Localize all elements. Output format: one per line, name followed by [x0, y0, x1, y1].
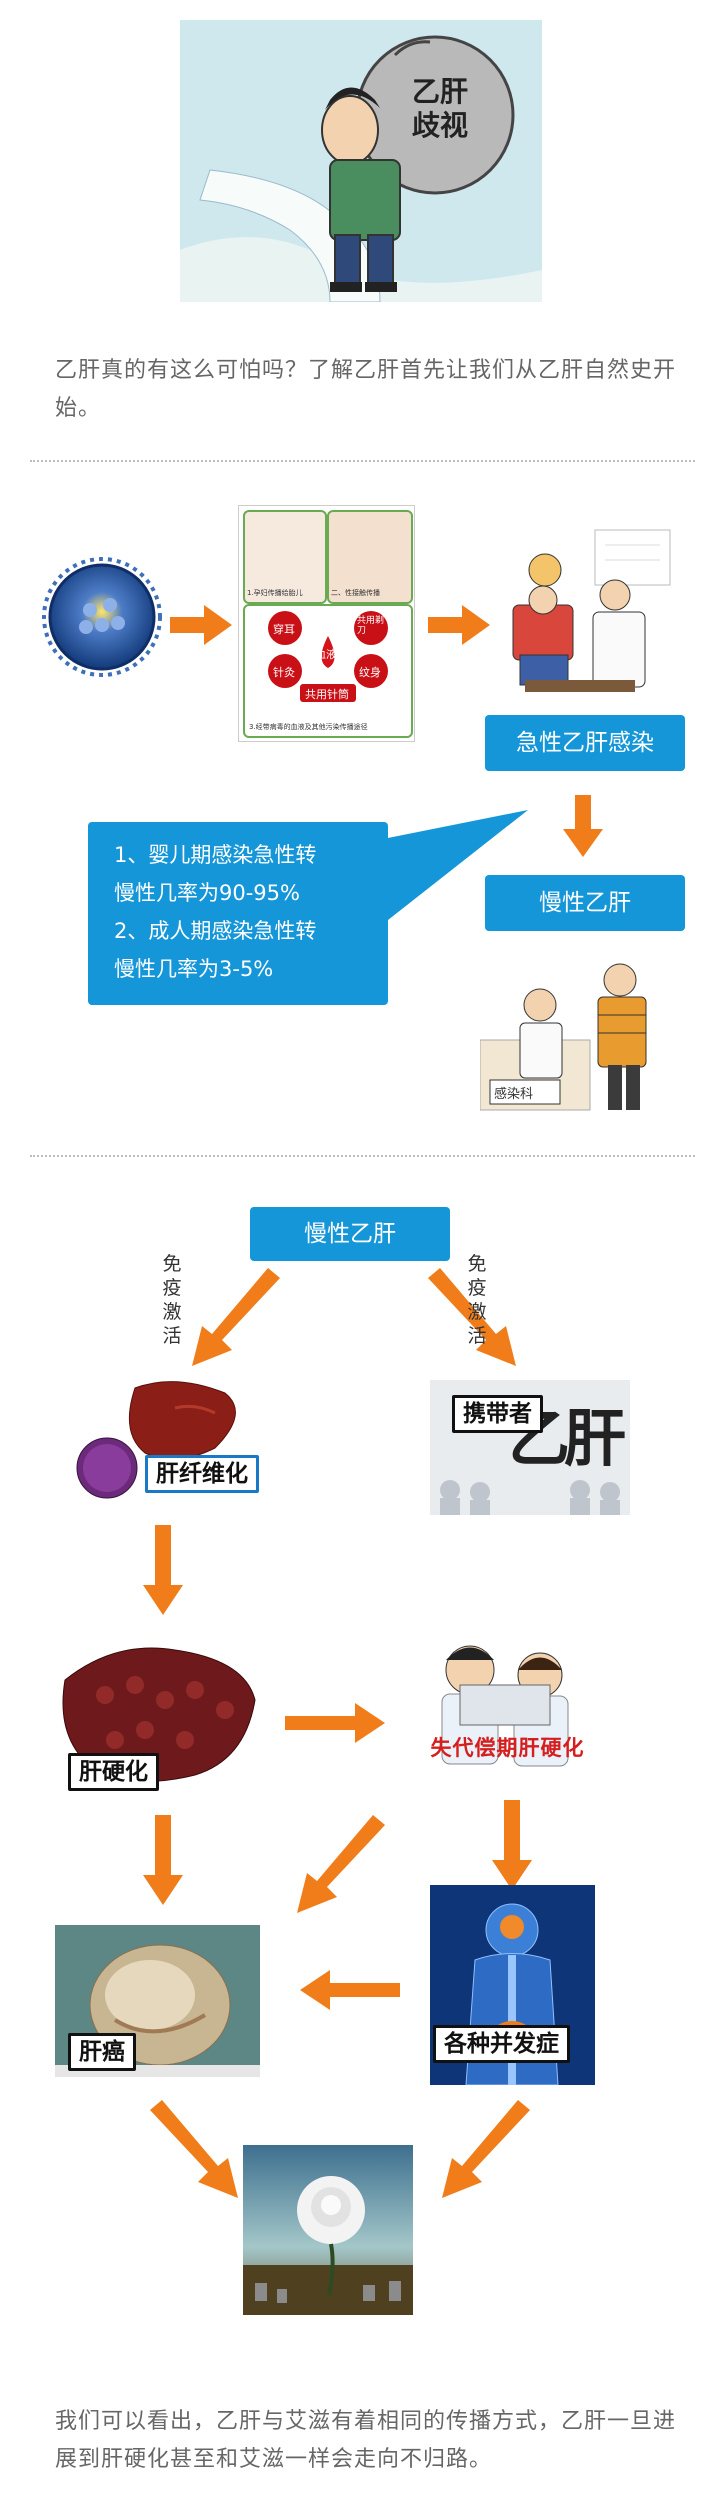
immune-activation-left: 免疫激活 — [162, 1253, 182, 1347]
chronic-hbv-label: 慢性乙肝 — [485, 875, 685, 931]
section-divider-2 — [30, 1155, 695, 1157]
route-item-2: 二、性接触传播 — [331, 589, 380, 597]
arrow-diag-right-top — [428, 1268, 516, 1366]
arrow-right-3 — [285, 1703, 385, 1743]
route-item-1: 1.孕妇传播给胎儿 — [247, 589, 303, 597]
callout-line-3: 2、成人期感染急性转 — [114, 919, 317, 943]
carrier-label: 携带者 — [452, 1395, 543, 1433]
hero-bag-line-2: 歧视 — [411, 109, 468, 142]
arrow-down-2 — [143, 1525, 183, 1615]
liver-cirrhosis-image — [55, 1640, 260, 1790]
clinic-sign-text: 感染科 — [494, 1087, 534, 1102]
callout-pointer — [378, 810, 528, 920]
route-label-razor: 共用剃刀 — [357, 616, 385, 636]
route-label-acupuncture: 针灸 — [273, 666, 295, 679]
route-label-tattoo: 纹身 — [359, 666, 381, 679]
arrow-down-1 — [563, 795, 603, 857]
hero-illustration: 乙肝 歧视 — [180, 20, 542, 302]
route-panel-sexual: 二、性接触传播 — [327, 510, 413, 604]
arrow-diag-complications-to-end — [442, 2100, 530, 2198]
immune-activation-right: 免疫激活 — [467, 1253, 487, 1347]
callout-line-4: 慢性几率为3-5% — [114, 957, 274, 981]
arrow-diag-decomp-to-cancer — [297, 1815, 385, 1913]
cirrhosis-label: 肝硬化 — [68, 1753, 159, 1791]
arrow-diag-cancer-to-end — [150, 2100, 238, 2198]
route-label-needle: 共用针筒 — [305, 688, 349, 701]
liver-cancer-label: 肝癌 — [68, 2033, 136, 2071]
chronic-hbv-top-label: 慢性乙肝 — [250, 1207, 450, 1261]
intro-paragraph: 乙肝真的有这么可怕吗？了解乙肝首先让我们从乙肝自然史开始。 — [55, 358, 677, 421]
carrier-image: 乙肝 — [430, 1380, 630, 1515]
liver-fibrosis-image — [65, 1368, 265, 1503]
route-label-ear: 穿耳 — [273, 623, 295, 636]
decompensated-label: 失代偿期肝硬化 — [430, 1736, 585, 1760]
route-panel-blood: 穿耳 共用剃刀 血液 针灸 纹身 共用针筒 3.经带病毒的血液及其他污染传播途径 — [243, 604, 413, 738]
route-panel-mother: 1.孕妇传播给胎儿 — [243, 510, 327, 604]
end-rose-graves-image — [243, 2145, 413, 2315]
acute-hbv-label: 急性乙肝感染 — [485, 715, 685, 771]
clinic-image: 感染科 — [480, 945, 680, 1120]
route-bottom-note: 3.经带病毒的血液及其他污染传播途径 — [249, 723, 368, 731]
callout-line-2: 慢性几率为90-95% — [114, 881, 300, 905]
arrow-down-4 — [143, 1815, 183, 1905]
arrow-right-1 — [170, 605, 232, 645]
fibrosis-label: 肝纤维化 — [145, 1455, 259, 1493]
hero-bag-text: 乙肝 歧视 — [405, 75, 475, 143]
arrow-left-1 — [300, 1970, 400, 2010]
arrow-down-3 — [492, 1800, 532, 1890]
arrow-right-2 — [428, 605, 490, 645]
arrow-diag-left-top — [192, 1268, 280, 1366]
hbv-virus-image — [40, 555, 165, 680]
route-label-blood: 血液 — [315, 648, 337, 661]
section-divider-1 — [30, 460, 695, 462]
doctor-exam-image — [495, 520, 675, 695]
complications-label: 各种并发症 — [433, 2025, 570, 2063]
decompensated-cirrhosis-image: 失代偿期肝硬化 — [400, 1630, 615, 1770]
callout-line-1: 1、婴儿期感染急性转 — [114, 843, 317, 867]
transmission-routes-image: 1.孕妇传播给胎儿 二、性接触传播 穿耳 共用剃刀 血液 针灸 纹身 共用针筒 … — [238, 505, 415, 742]
infection-rate-callout: 1、婴儿期感染急性转 慢性几率为90-95% 2、成人期感染急性转 慢性几率为3… — [88, 822, 388, 1005]
hero-bag-line-1: 乙肝 — [411, 75, 468, 108]
outro-paragraph: 我们可以看出，乙肝与艾滋有着相同的传播方式，乙肝一旦进展到肝硬化甚至和艾滋一样会… — [55, 2409, 677, 2472]
